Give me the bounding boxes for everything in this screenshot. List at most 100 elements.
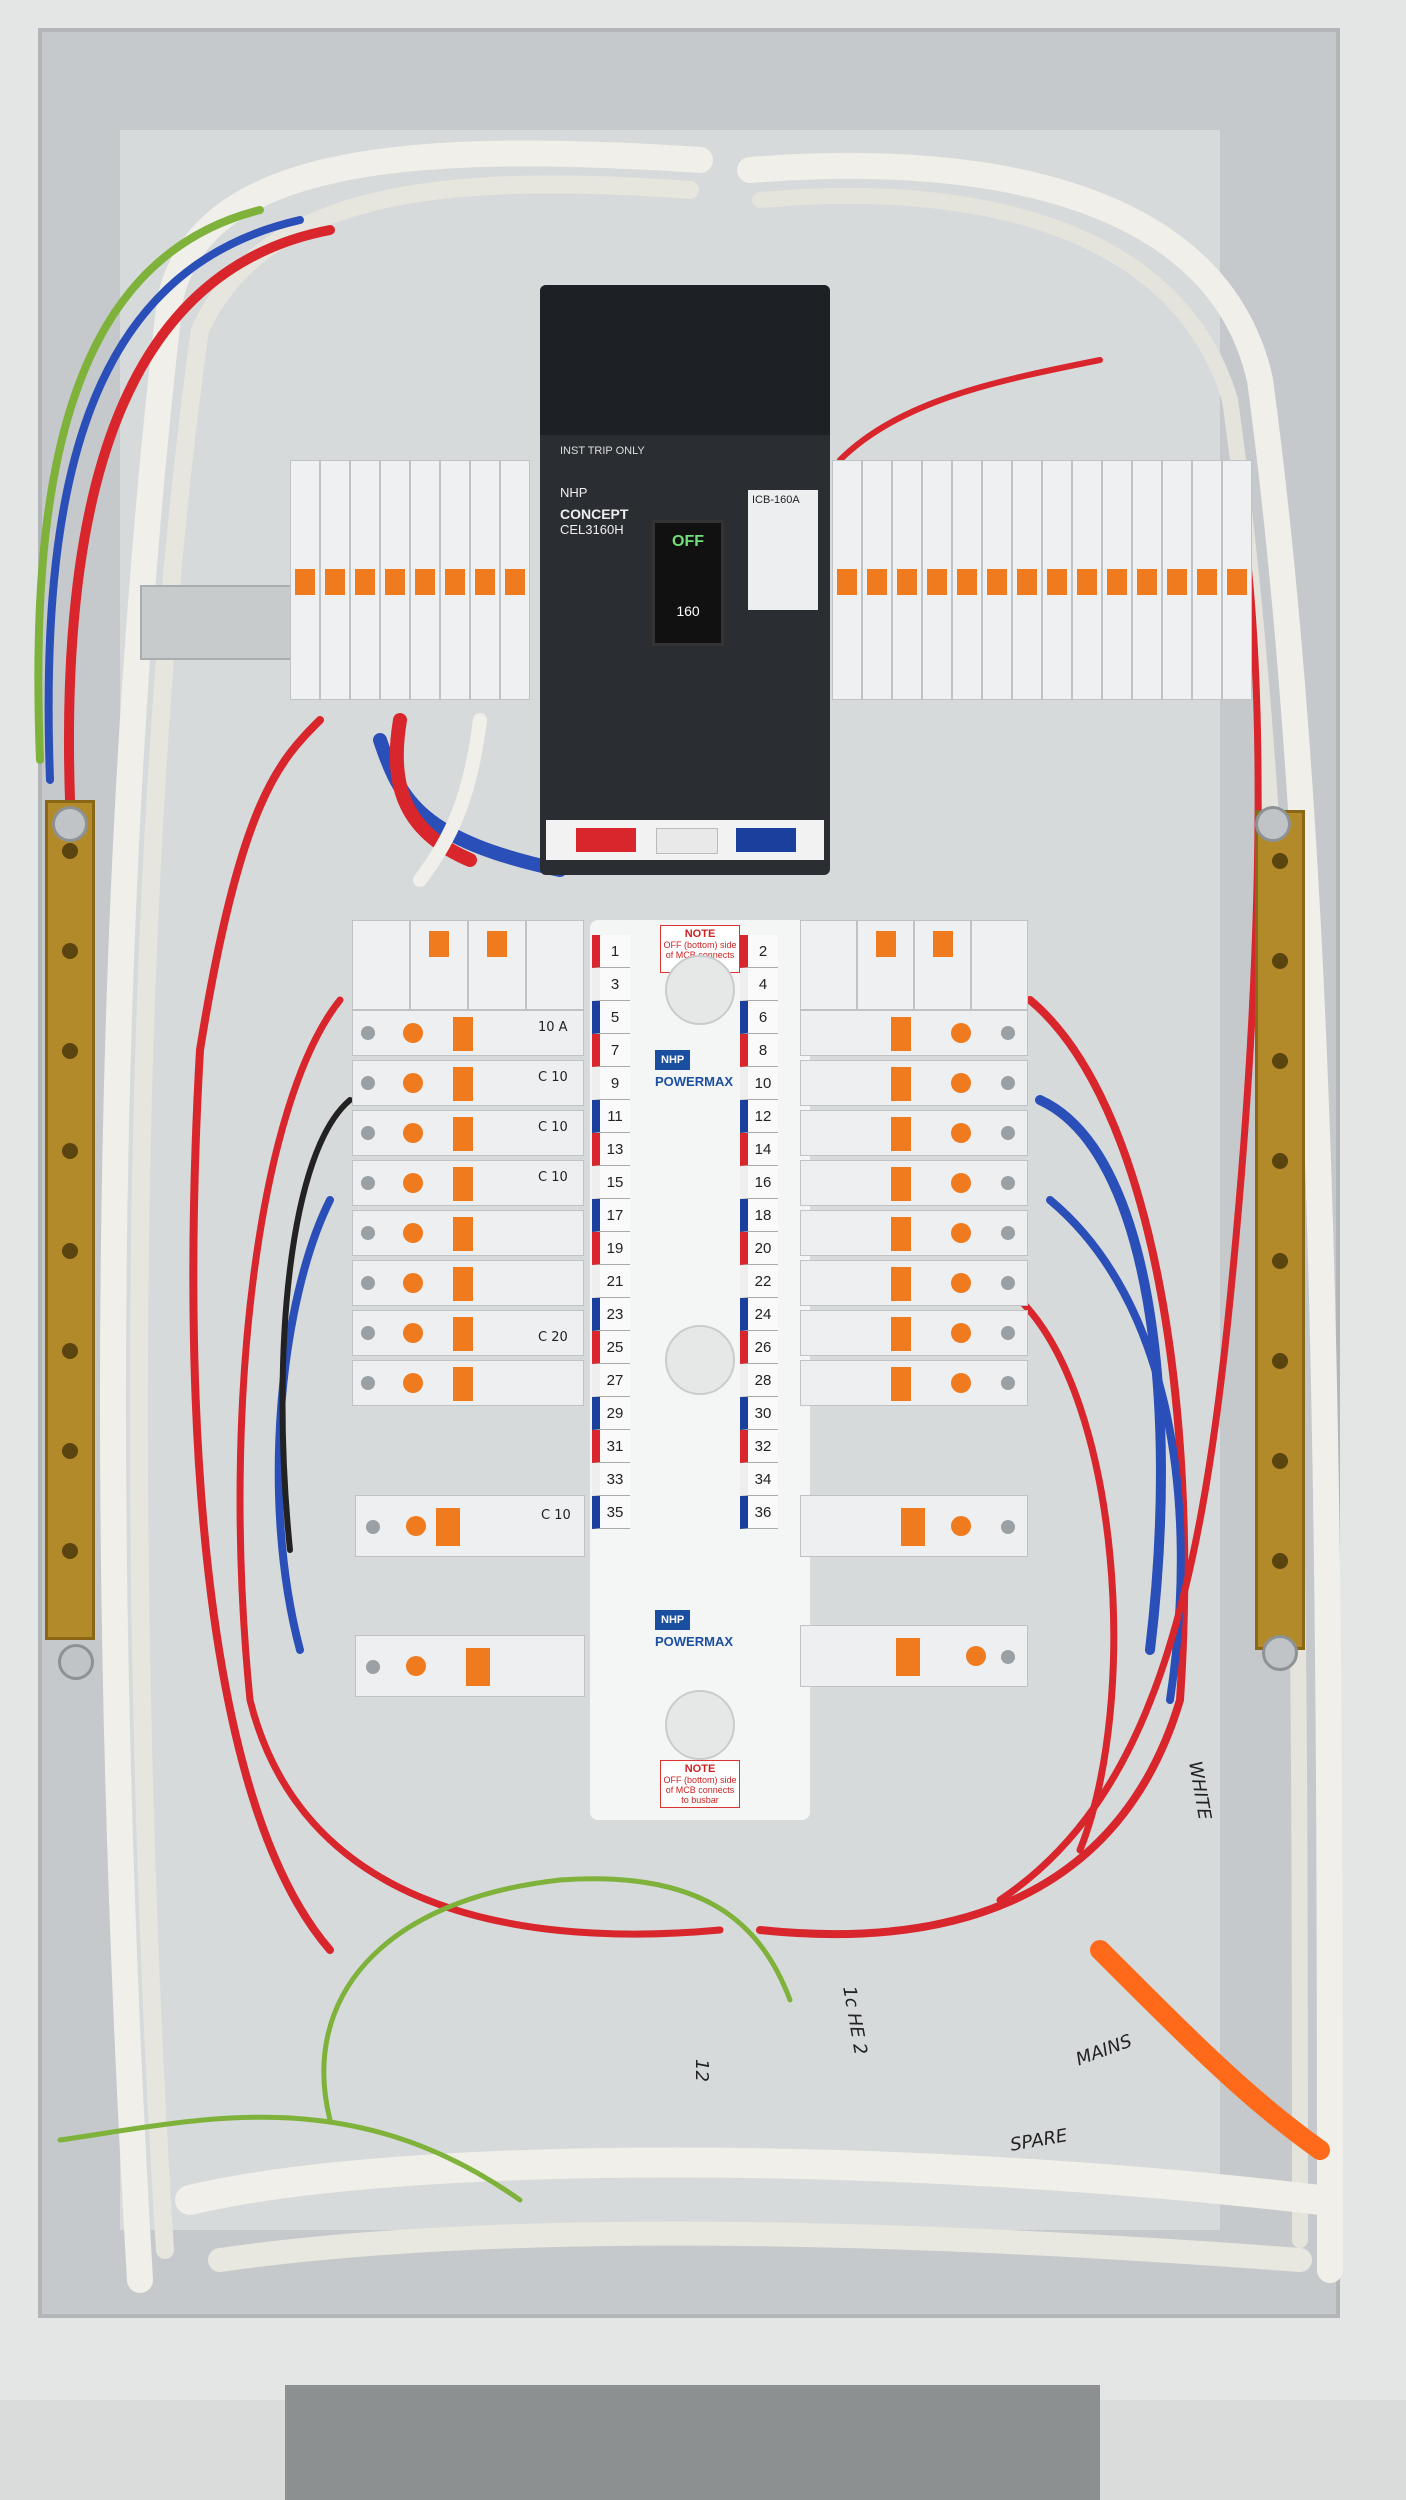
mcb[interactable] — [1012, 460, 1042, 700]
mcb[interactable] — [440, 460, 470, 700]
rcbo-handle[interactable] — [453, 1067, 473, 1101]
rcbo[interactable] — [352, 1060, 584, 1106]
mcb[interactable] — [1162, 460, 1192, 700]
rcbo[interactable] — [352, 1160, 584, 1206]
rcbo-handle[interactable] — [453, 1317, 473, 1351]
mcb-handle[interactable] — [385, 569, 405, 595]
mcb-handle[interactable] — [933, 931, 953, 957]
rcbo-test-button[interactable] — [403, 1373, 423, 1393]
mcb-handle[interactable] — [927, 569, 947, 595]
mcb[interactable] — [1132, 460, 1162, 700]
mcb[interactable] — [500, 460, 530, 700]
mcb-handle[interactable] — [487, 931, 507, 957]
rcbo-test-button[interactable] — [951, 1223, 971, 1243]
mcb-handle[interactable] — [1227, 569, 1247, 595]
mcb[interactable] — [470, 460, 500, 700]
mcb[interactable] — [380, 460, 410, 700]
rcbo-handle[interactable] — [891, 1167, 911, 1201]
rcbo-single[interactable] — [800, 1495, 1028, 1557]
mcb-handle[interactable] — [867, 569, 887, 595]
mcb-handle[interactable] — [475, 569, 495, 595]
rcbo-test-button[interactable] — [403, 1273, 423, 1293]
mcb-handle[interactable] — [1197, 569, 1217, 595]
rcbo-test-button[interactable] — [951, 1123, 971, 1143]
mcb[interactable] — [857, 920, 914, 1010]
mcb[interactable] — [350, 460, 380, 700]
rcbo-handle[interactable] — [891, 1317, 911, 1351]
rcbo-handle[interactable] — [453, 1167, 473, 1201]
rcbo-test-button[interactable] — [951, 1073, 971, 1093]
rcbo-handle[interactable] — [891, 1267, 911, 1301]
chassis-fixing-knob[interactable] — [665, 1690, 735, 1760]
rcbo[interactable] — [800, 1060, 1028, 1106]
mcb-handle[interactable] — [355, 569, 375, 595]
rcbo-single[interactable]: C 10 — [355, 1495, 585, 1557]
rcbo-test-button[interactable] — [951, 1023, 971, 1043]
rcbo[interactable] — [800, 1010, 1028, 1056]
mcb[interactable] — [914, 920, 971, 1010]
rcbo[interactable] — [800, 1110, 1028, 1156]
rcbo-handle[interactable] — [453, 1267, 473, 1301]
rcbo-handle[interactable] — [453, 1367, 473, 1401]
rcbo-handle[interactable] — [891, 1117, 911, 1151]
rcbo-handle[interactable] — [466, 1648, 490, 1686]
mcb[interactable] — [468, 920, 526, 1010]
chassis-fixing-knob[interactable] — [665, 955, 735, 1025]
rcbo[interactable] — [800, 1160, 1028, 1206]
mcb-handle[interactable] — [415, 569, 435, 595]
rcbo-single[interactable] — [800, 1625, 1028, 1687]
rcbo-handle[interactable] — [436, 1508, 460, 1546]
rcbo-test-button[interactable] — [403, 1323, 423, 1343]
mcb[interactable] — [862, 460, 892, 700]
mcb[interactable] — [352, 920, 410, 1010]
chassis-fixing-knob[interactable] — [665, 1325, 735, 1395]
mcb[interactable] — [1072, 460, 1102, 700]
rcbo-handle[interactable] — [901, 1508, 925, 1546]
rcbo[interactable] — [800, 1310, 1028, 1356]
mcb-handle[interactable] — [1047, 569, 1067, 595]
mcb[interactable] — [832, 460, 862, 700]
rcbo-test-button[interactable] — [966, 1646, 986, 1666]
rcbo-test-button[interactable] — [951, 1273, 971, 1293]
rcbo[interactable] — [352, 1360, 584, 1406]
rcbo-test-button[interactable] — [406, 1656, 426, 1676]
mcb-handle[interactable] — [1107, 569, 1127, 595]
mcb-handle[interactable] — [837, 569, 857, 595]
rcbo-handle[interactable] — [891, 1067, 911, 1101]
rcbo-test-button[interactable] — [403, 1123, 423, 1143]
mcb-handle[interactable] — [876, 931, 896, 957]
mcb-handle[interactable] — [987, 569, 1007, 595]
rcbo-test-button[interactable] — [403, 1023, 423, 1043]
mcb[interactable] — [892, 460, 922, 700]
rcbo-handle[interactable] — [891, 1367, 911, 1401]
mcb-handle[interactable] — [429, 931, 449, 957]
mcb-handle[interactable] — [295, 569, 315, 595]
rcbo-test-button[interactable] — [406, 1516, 426, 1536]
mcb-handle[interactable] — [1077, 569, 1097, 595]
mcb[interactable] — [526, 920, 584, 1010]
rcbo-handle[interactable] — [453, 1217, 473, 1251]
mcb-handle[interactable] — [1137, 569, 1157, 595]
mcb-handle[interactable] — [897, 569, 917, 595]
rcbo[interactable] — [352, 1210, 584, 1256]
rcbo-handle[interactable] — [891, 1217, 911, 1251]
mcb[interactable] — [1192, 460, 1222, 700]
mcb[interactable] — [800, 920, 857, 1010]
mcb-handle[interactable] — [445, 569, 465, 595]
mcb[interactable] — [410, 460, 440, 700]
rcbo-test-button[interactable] — [403, 1223, 423, 1243]
rcbo-test-button[interactable] — [951, 1516, 971, 1536]
rcbo[interactable] — [352, 1260, 584, 1306]
mcb[interactable] — [320, 460, 350, 700]
mcb[interactable] — [982, 460, 1012, 700]
mcb-handle[interactable] — [1167, 569, 1187, 595]
rcbo-handle[interactable] — [453, 1117, 473, 1151]
rcbo-handle[interactable] — [453, 1017, 473, 1051]
rcbo-test-button[interactable] — [951, 1323, 971, 1343]
mcb[interactable] — [971, 920, 1028, 1010]
mcb[interactable] — [1222, 460, 1252, 700]
mcb-handle[interactable] — [957, 569, 977, 595]
mcb[interactable] — [1102, 460, 1132, 700]
rcbo-test-button[interactable] — [403, 1173, 423, 1193]
rcbo[interactable] — [800, 1360, 1028, 1406]
